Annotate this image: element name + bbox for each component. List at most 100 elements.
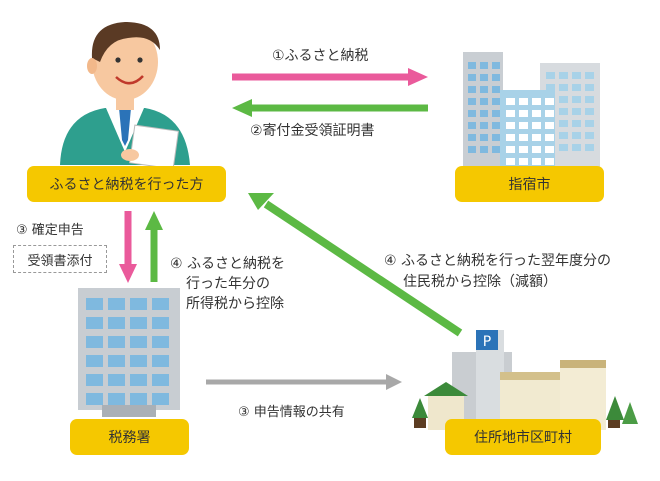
window — [532, 122, 541, 129]
tax-office-label: 税務署 — [70, 419, 189, 455]
window — [572, 132, 581, 139]
window — [480, 86, 488, 93]
flow-furusato-label: ①ふるさと納税 — [272, 48, 369, 64]
window — [468, 122, 476, 129]
window — [492, 110, 500, 117]
window — [545, 122, 554, 129]
window — [480, 110, 488, 117]
window — [152, 393, 169, 405]
window — [585, 96, 594, 103]
window — [585, 108, 594, 115]
window — [572, 120, 581, 127]
municipality-label: 住所地市区町村 — [445, 419, 601, 455]
window — [506, 122, 515, 129]
window — [468, 62, 476, 69]
window — [130, 393, 147, 405]
attachment-note: 受領書添付 — [13, 245, 107, 273]
window — [492, 146, 500, 153]
window — [108, 336, 125, 348]
green-arrow-certificate — [232, 99, 428, 117]
window — [545, 146, 554, 153]
window — [468, 110, 476, 117]
window — [519, 110, 528, 117]
green-arrow-income-tax — [145, 211, 163, 282]
window — [468, 86, 476, 93]
window — [545, 98, 554, 105]
window — [130, 374, 147, 386]
window — [572, 144, 581, 151]
window — [480, 122, 488, 129]
window — [152, 298, 169, 310]
window — [532, 110, 541, 117]
window — [506, 146, 515, 153]
flow-info-sharing-label: ③ 申告情報の共有 — [238, 405, 345, 420]
window — [559, 96, 568, 103]
window — [585, 132, 594, 139]
window — [492, 86, 500, 93]
window — [546, 84, 555, 91]
window — [492, 62, 500, 69]
window — [545, 134, 554, 141]
window — [86, 298, 103, 310]
flow-resident-tax-line1: ④ ふるさと納税を行った翌年度分の — [384, 253, 612, 269]
window — [492, 122, 500, 129]
window — [506, 134, 515, 141]
window — [519, 98, 528, 105]
municipality-town-illustration: P — [412, 330, 638, 430]
window — [480, 62, 488, 69]
window — [86, 355, 103, 367]
window — [532, 134, 541, 141]
window — [152, 355, 169, 367]
window — [108, 317, 125, 329]
svg-text:P: P — [483, 334, 491, 350]
window — [86, 393, 103, 405]
window — [152, 374, 169, 386]
window — [130, 317, 147, 329]
window — [506, 158, 515, 165]
window — [492, 98, 500, 105]
flow-resident-tax-line2: 住民税から控除（減額） — [403, 274, 557, 290]
window — [506, 110, 515, 117]
window — [559, 120, 568, 127]
window — [572, 72, 581, 79]
flow-income-tax-line2: 行った年分の — [186, 276, 270, 292]
city-buildings-illustration — [463, 52, 600, 170]
window — [492, 134, 500, 141]
window — [559, 132, 568, 139]
window — [532, 158, 541, 165]
green-arrow-resident-tax — [248, 193, 463, 337]
window — [108, 298, 125, 310]
flow-income-tax-line3: 所得税から控除 — [186, 296, 284, 312]
person-illustration — [60, 22, 190, 170]
window — [545, 110, 554, 117]
window — [480, 74, 488, 81]
window — [480, 98, 488, 105]
window — [480, 146, 488, 153]
pink-arrow-furusato — [232, 68, 428, 86]
window — [519, 122, 528, 129]
window — [585, 84, 594, 91]
window — [480, 134, 488, 141]
window — [108, 393, 125, 405]
window — [86, 374, 103, 386]
window — [559, 108, 568, 115]
tax-office-building-illustration — [78, 288, 180, 417]
window — [572, 84, 581, 91]
window — [532, 146, 541, 153]
window — [572, 108, 581, 115]
gray-arrow-info-sharing — [206, 374, 402, 390]
window — [546, 72, 555, 79]
window — [559, 72, 568, 79]
window — [152, 336, 169, 348]
window — [86, 336, 103, 348]
window — [152, 317, 169, 329]
window — [130, 298, 147, 310]
window — [108, 374, 125, 386]
flow-final-return-label: ③ 確定申告 — [16, 223, 84, 238]
window — [468, 146, 476, 153]
window — [519, 134, 528, 141]
window — [545, 158, 554, 165]
window — [519, 158, 528, 165]
flow-certificate-label: ②寄付金受領証明書 — [250, 123, 375, 139]
